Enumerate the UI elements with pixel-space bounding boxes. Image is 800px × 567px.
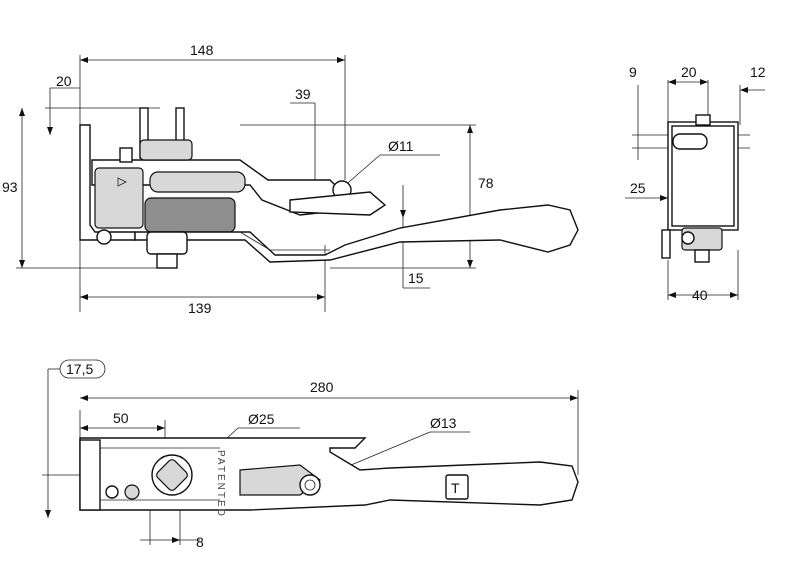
dim-280: 280 bbox=[310, 379, 334, 395]
dim-25: 25 bbox=[630, 180, 646, 196]
top-latch-body: T PATENTED bbox=[79, 437, 579, 518]
logo-letter: T bbox=[451, 480, 460, 496]
dim-93: 93 bbox=[2, 179, 18, 195]
dim-148: 148 bbox=[190, 42, 214, 58]
dim-15: 15 bbox=[408, 270, 424, 286]
end-latch-body bbox=[661, 114, 739, 263]
dim-78: 78 bbox=[478, 175, 494, 191]
dim-50: 50 bbox=[113, 410, 129, 426]
dim-d11: Ø11 bbox=[388, 138, 414, 154]
dim-20-end: 20 bbox=[681, 64, 697, 80]
dim-40: 40 bbox=[692, 287, 708, 303]
dim-8: 8 bbox=[196, 534, 204, 550]
dim-12: 12 bbox=[750, 64, 766, 80]
end-view: 20 9 12 25 40 bbox=[625, 64, 766, 303]
dim-d25: Ø25 bbox=[248, 411, 275, 427]
dim-39: 39 bbox=[295, 86, 311, 102]
top-view: 17,5 280 50 Ø25 Ø13 8 bbox=[42, 359, 579, 550]
dim-17-5: 17,5 bbox=[66, 361, 93, 377]
dim-9: 9 bbox=[629, 64, 637, 80]
dim-139: 139 bbox=[188, 300, 212, 316]
side-latch-body bbox=[79, 107, 579, 269]
dim-20-side: 20 bbox=[56, 73, 72, 89]
side-view: 148 20 39 93 78 Ø11 15 bbox=[2, 42, 579, 316]
patented-stamp: PATENTED bbox=[215, 450, 226, 518]
dim-d13: Ø13 bbox=[430, 415, 457, 431]
